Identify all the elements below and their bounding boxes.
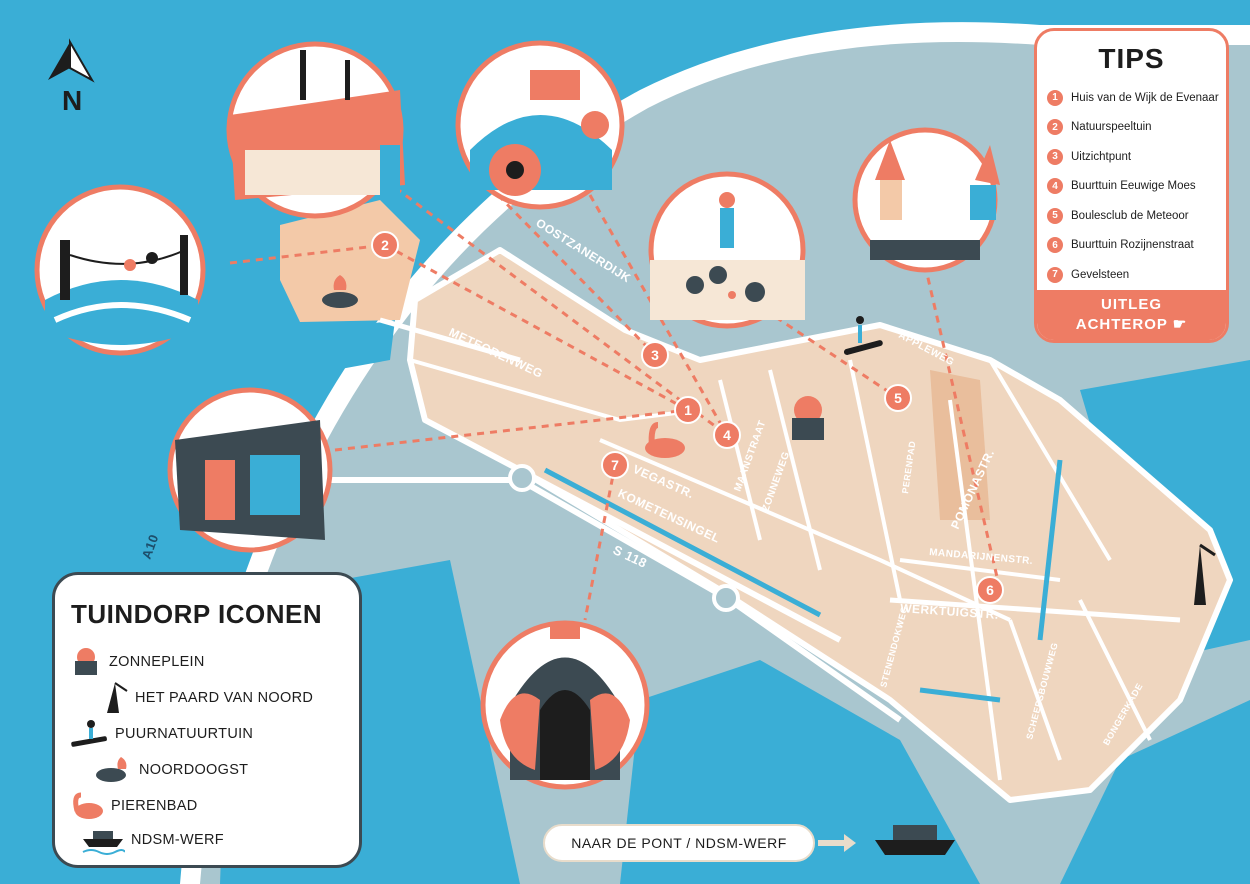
tip-item-1[interactable]: 1 Huis van de Wijk de Evenaar — [1047, 83, 1226, 113]
crane-icon — [1194, 543, 1216, 605]
tip-item-2[interactable]: 2 Natuurspeeltuin — [1047, 113, 1226, 143]
tip-number: 3 — [1047, 148, 1063, 165]
marker-4[interactable]: 4 — [713, 421, 741, 449]
marker-5-label: 5 — [894, 390, 902, 406]
tip-item-4[interactable]: 4 Buurttuin Eeuwige Moes — [1047, 172, 1226, 202]
legend-label: PUURNATUURTUIN — [115, 726, 254, 742]
tips-title: TIPS — [1098, 43, 1165, 74]
surfer-icon — [71, 720, 107, 747]
tip-item-5[interactable]: 5 Boulesclub de Meteoor — [1047, 201, 1226, 231]
tip-number: 7 — [1047, 266, 1063, 283]
tips-list: 1 Huis van de Wijk de Evenaar 2 Natuurspee… — [1037, 83, 1226, 290]
legend-item-zonneplein: ZONNEPLEIN — [69, 647, 205, 677]
icons-legend-panel: TUINDORP ICONEN ZONNEPLEIN HET PAARD VAN… — [52, 572, 362, 868]
street-werktuigstr: WERKTUIGSTR. — [900, 601, 999, 622]
tip-label: Uitzichtpunt — [1071, 150, 1132, 163]
crane-icon — [107, 682, 128, 713]
legend-label: ZONNEPLEIN — [109, 654, 205, 670]
illustration-boules — [648, 171, 806, 329]
legend-item-ndsm-werf: NDSM-WERF — [81, 825, 224, 855]
illustration-gnomes — [852, 127, 1000, 273]
tip-label: Natuurspeeltuin — [1071, 121, 1152, 134]
marker-1-label: 1 — [684, 402, 692, 418]
marker-7[interactable]: 7 — [601, 451, 629, 479]
tip-item-7[interactable]: 7 Gevelsteen — [1047, 260, 1226, 290]
tip-number: 1 — [1047, 89, 1063, 106]
legend-item-noordoogst: NOORDOOGST — [93, 755, 248, 785]
ferry-direction-label[interactable]: NAAR DE PONT / NDSM-WERF — [543, 824, 815, 862]
tip-item-3[interactable]: 3 Uitzichtpunt — [1047, 142, 1226, 172]
footer-line-2: ACHTEROP ☛ — [1075, 316, 1188, 333]
sun-building-icon — [792, 396, 824, 440]
marker-1[interactable]: 1 — [674, 396, 702, 424]
legend-item-paard-van-noord: HET PAARD VAN NOORD — [101, 681, 313, 715]
tip-item-6[interactable]: 6 Buurttuin Rozijnenstraat — [1047, 231, 1226, 261]
tip-label: Buurttuin Eeuwige Moes — [1071, 180, 1196, 193]
tip-number: 2 — [1047, 119, 1063, 136]
legend-label: HET PAARD VAN NOORD — [135, 690, 314, 706]
compass-north-icon: N — [48, 38, 95, 116]
marker-2-label: 2 — [381, 237, 389, 253]
flamingo-icon — [73, 792, 103, 819]
legend-label: PIERENBAD — [111, 798, 198, 814]
marker-5[interactable]: 5 — [884, 384, 912, 412]
tip-number: 6 — [1047, 237, 1063, 254]
sun-building-icon — [75, 648, 97, 675]
tip-label: Huis van de Wijk de Evenaar — [1071, 91, 1219, 104]
illustration-flowers — [455, 40, 625, 210]
tip-label: Buurttuin Rozijnenstraat — [1071, 239, 1194, 252]
pig-chicken-icon — [322, 275, 358, 308]
illustration-brick-houses — [226, 41, 405, 219]
pig-chicken-icon — [96, 757, 127, 782]
illustration-water-playground — [34, 184, 206, 356]
surfer-icon — [843, 316, 883, 355]
marker-6[interactable]: 6 — [976, 576, 1004, 604]
marker-4-label: 4 — [723, 427, 731, 443]
compass-label: N — [62, 85, 82, 116]
ferry-icon — [82, 831, 125, 855]
flamingo-icon — [645, 422, 685, 458]
uitleg-achterop-button[interactable]: UITLEG ACHTEROP ☛ — [1037, 290, 1226, 340]
arrow-right-icon — [818, 834, 856, 852]
illustration-tunnel — [480, 620, 650, 790]
marker-2[interactable]: 2 — [371, 231, 399, 259]
marker-7-label: 7 — [611, 457, 619, 473]
legend-label: NDSM-WERF — [131, 832, 224, 848]
tips-panel: TIPS 1 Huis van de Wijk de Evenaar 2 Natuu… — [1034, 28, 1229, 343]
ferry-map-icon — [869, 825, 961, 867]
illustration-building — [167, 387, 333, 553]
tip-number: 4 — [1047, 178, 1063, 195]
tip-number: 5 — [1047, 207, 1063, 224]
legend-item-pierenbad: PIERENBAD — [69, 791, 198, 821]
footer-line-1: UITLEG — [1101, 296, 1162, 313]
marker-3-label: 3 — [651, 347, 659, 363]
legend-item-puurnatuurtuin: PUURNATUURTUIN — [69, 719, 253, 749]
marker-6-label: 6 — [986, 582, 994, 598]
tip-label: Gevelsteen — [1071, 268, 1130, 281]
legend-label: NOORDOOGST — [139, 762, 249, 778]
marker-3[interactable]: 3 — [641, 341, 669, 369]
tip-label: Boulesclub de Meteoor — [1071, 209, 1189, 222]
icons-legend-title: TUINDORP ICONEN — [71, 599, 323, 629]
